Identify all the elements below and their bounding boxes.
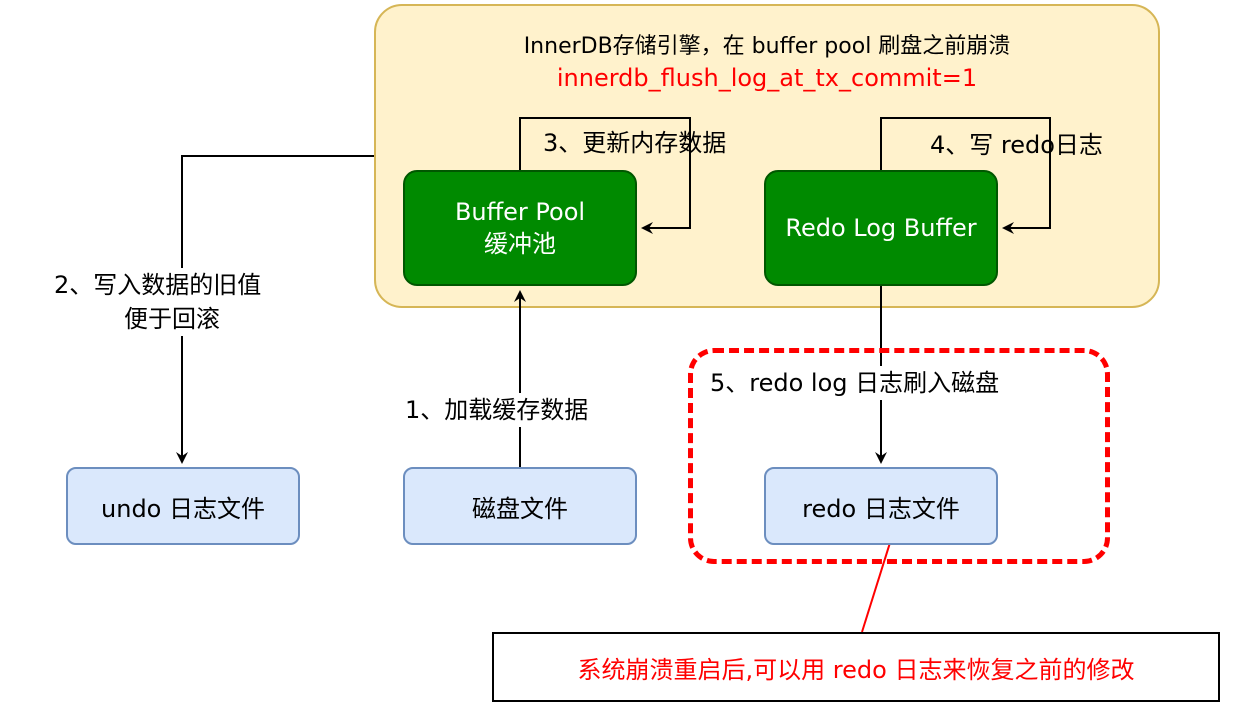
arrow-step3 (519, 117, 691, 234)
step4-label: 4、写 redo日志 (930, 131, 1103, 159)
redo-persist-highlight (688, 348, 1110, 564)
buffer-pool-sublabel: 缓冲池 (484, 230, 556, 258)
recovery-note: 系统崩溃重启后,可以用 redo 日志来恢复之前的修改 (492, 632, 1220, 702)
disk-file-box: 磁盘文件 (403, 467, 637, 545)
disk-file-label: 磁盘文件 (472, 494, 568, 523)
step2-label-line1: 2、写入数据的旧值 (54, 268, 262, 302)
arrow-step4 (880, 117, 1051, 234)
step3-label: 3、更新内存数据 (543, 129, 727, 157)
recovery-note-text: 系统崩溃重启后,可以用 redo 日志来恢复之前的修改 (577, 655, 1135, 684)
undo-log-file-label: undo 日志文件 (101, 494, 265, 523)
buffer-pool-label: Buffer Pool (454, 198, 586, 226)
undo-log-file-box: undo 日志文件 (66, 467, 300, 545)
step5-label: 5、redo log 日志刷入磁盘 (710, 366, 1000, 400)
innodb-setting: innerdb_flush_log_at_tx_commit=1 (556, 64, 978, 92)
step1-label: 1、加载缓存数据 (405, 393, 589, 427)
arrow-step2 (176, 155, 374, 464)
arrow-note (861, 528, 897, 633)
buffer-pool-box: Buffer Pool 缓冲池 (403, 170, 637, 286)
redo-log-file-label: redo 日志文件 (802, 494, 960, 523)
innodb-title: InnerDB存储引擎，在 buffer pool 刷盘之前崩溃 (523, 34, 1011, 59)
redo-log-buffer-box: Redo Log Buffer (764, 170, 998, 286)
step2-label-line2: 便于回滚 (124, 302, 220, 336)
redo-log-buffer-label: Redo Log Buffer (785, 214, 977, 242)
redo-log-file-box: redo 日志文件 (764, 467, 998, 545)
